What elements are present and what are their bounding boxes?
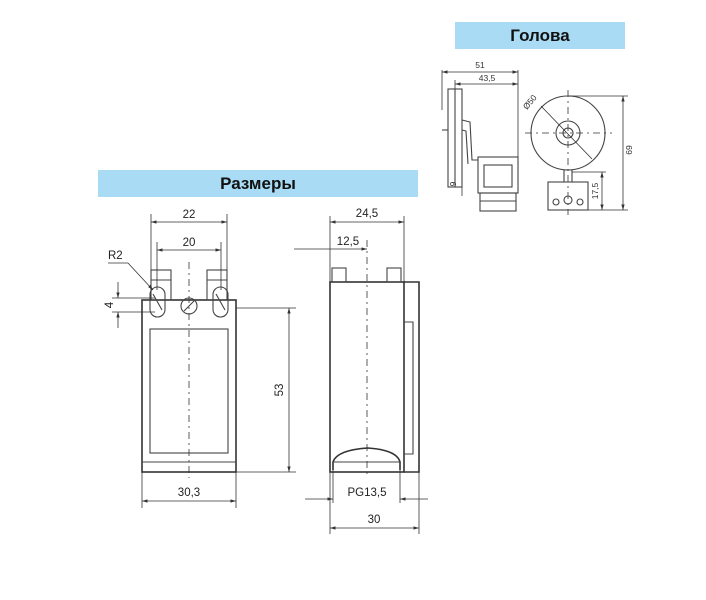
dim-24-5: 24,5 — [356, 208, 378, 220]
side-right-wall — [404, 281, 420, 473]
dim-22: 22 — [183, 209, 196, 221]
dim-17-5: 17,5 — [590, 182, 600, 199]
dim-20: 20 — [183, 237, 196, 249]
dimensions-banner: Размеры — [98, 170, 418, 197]
dim-30-3: 30,3 — [178, 487, 200, 499]
front-view: 22 20 R2 4 53 30,3 — [104, 209, 296, 508]
head-banner: Голова — [455, 22, 625, 49]
head-base-front — [547, 181, 589, 211]
dim-53: 53 — [274, 384, 286, 397]
dim-12-5: 12,5 — [337, 236, 359, 248]
dim-pg13-5: PG13,5 — [348, 487, 387, 499]
dim-30: 30 — [368, 514, 381, 526]
front-right-slot — [212, 286, 229, 318]
front-left-slot — [149, 286, 166, 318]
dim-4: 4 — [104, 301, 116, 308]
side-left-post — [331, 267, 347, 283]
dim-43-5: 43,5 — [479, 73, 496, 83]
dim-9: 9 — [448, 181, 458, 186]
dim-69: 69 — [624, 145, 634, 155]
front-right-post — [206, 269, 228, 301]
side-cable-gland — [332, 447, 401, 470]
side-view: 24,5 12,5 PG13,5 30 — [294, 208, 428, 534]
head-front-view: Ø50 69 17,5 — [521, 90, 634, 215]
side-right-post — [386, 267, 402, 283]
dim-r2: R2 — [108, 250, 123, 262]
head-side-view: 51 43,5 9 — [441, 60, 519, 212]
dim-51: 51 — [475, 60, 485, 70]
dim-d50: Ø50 — [521, 92, 539, 111]
